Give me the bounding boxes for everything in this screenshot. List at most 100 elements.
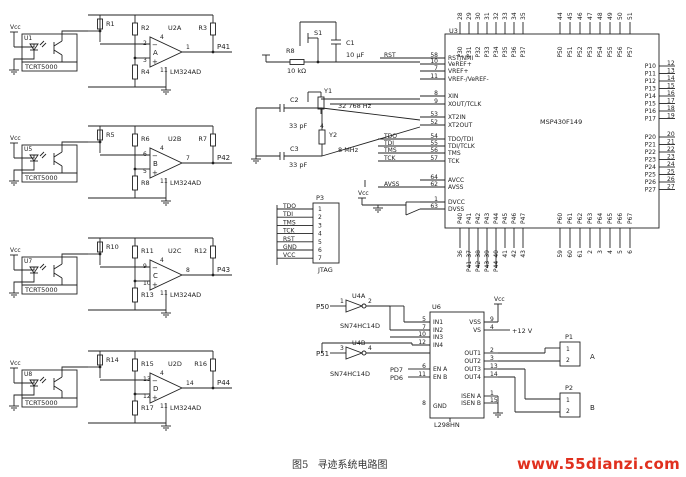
- mcu-pin-number: 23: [667, 154, 675, 161]
- resistor-label: R10: [106, 243, 119, 251]
- pin-number: 12: [143, 393, 151, 400]
- crystal-value: 32 768 Hz: [338, 102, 372, 110]
- opamp-plus: +: [152, 58, 158, 66]
- driver-pin-name: EN B: [433, 374, 447, 381]
- mcu-pin-number: 5: [617, 250, 624, 254]
- opamp-U2B: [149, 147, 184, 179]
- capacitor-label: 10 μF: [346, 51, 364, 59]
- jtag-pin-name: GND: [283, 244, 297, 251]
- jtag-pin-name: TMS: [282, 219, 296, 226]
- jtag-pin-number: 2: [318, 214, 322, 221]
- mcu-pin-number: 62: [430, 181, 438, 188]
- mcu-pin-name: P57: [627, 46, 634, 57]
- vcc-label: Vcc: [10, 24, 21, 31]
- motor-connector-P2: [559, 392, 581, 418]
- jtag-pin-number: 4: [318, 231, 322, 238]
- driver-pin-name: OUT3: [464, 366, 481, 373]
- vcc-label: Vcc: [358, 190, 369, 197]
- mcu-pin-number: 9: [434, 98, 438, 105]
- mcu-pin-name: XT2OUT: [448, 122, 473, 129]
- mcu-pin-number: 42: [511, 250, 518, 258]
- mcu-pin-number: 36: [457, 250, 464, 258]
- light-arrow: [41, 42, 47, 48]
- resistor-R17: [132, 400, 138, 416]
- opamp-part-label: LM324AD: [170, 404, 201, 412]
- driver-pin-number: 10: [418, 331, 426, 338]
- connector-ref: P1: [565, 333, 573, 341]
- mcu-pin-number: 12: [667, 60, 675, 67]
- mcu-ref: U3: [449, 27, 458, 35]
- mcu-pin-number: 45: [567, 12, 574, 20]
- resistor-R7: [210, 133, 216, 147]
- mcu-pin-number: 58: [430, 52, 438, 59]
- mcu-pin-name: P55: [607, 46, 614, 57]
- mcu-pin-name: AVSS: [448, 184, 464, 191]
- mcu-pin-number: 26: [667, 176, 675, 183]
- pin-number: 10: [143, 280, 151, 287]
- resistor-label: 10 kΩ: [287, 67, 306, 75]
- capacitor-label: 33 pF: [289, 122, 307, 130]
- mcu-pin-name: P52: [577, 46, 584, 57]
- mcu-pin-name: P16: [645, 108, 656, 115]
- pin-number: 3: [340, 345, 344, 352]
- opamp-U2D: [149, 372, 184, 404]
- mcu-net-label: TMS: [383, 147, 397, 154]
- opamp-letter: B: [153, 160, 158, 168]
- driver-pin-number: 7: [422, 324, 426, 331]
- inverter-U4A: [345, 299, 364, 313]
- mcu-pin-number: 49: [607, 12, 614, 20]
- driver-pin-name: VS: [473, 327, 481, 334]
- resistor-label: R4: [141, 68, 150, 76]
- jtag-pin-number: 5: [318, 239, 322, 246]
- pin-number: 11: [160, 403, 168, 410]
- resistor-label: R17: [141, 404, 154, 412]
- driver-pin-number: 2: [490, 347, 494, 354]
- motor-connector-P1: [559, 341, 581, 367]
- pin-number: 11: [160, 178, 168, 185]
- jtag-pin-number: 6: [318, 247, 322, 254]
- inverter-part: SN74HC14D: [340, 322, 380, 330]
- phototransistor: [53, 272, 63, 279]
- resistor-label: R11: [141, 247, 154, 255]
- phototransistor: [53, 385, 63, 392]
- motor-label: A: [590, 353, 595, 361]
- mcu-pin-number: 38: [475, 250, 482, 258]
- mcu-pin-number: 2: [587, 250, 594, 254]
- driver-pin-name: IN4: [433, 342, 443, 349]
- opamp-ref: U2A: [168, 24, 182, 32]
- mcu-pin-name: P17: [645, 116, 656, 123]
- opto-part-label: TCRT5000: [24, 399, 58, 407]
- jtag-pin-name: VCC: [283, 252, 295, 259]
- mcu-pin-number: 44: [557, 12, 564, 20]
- inverter-net-label: P51: [316, 350, 329, 358]
- pin-number: 4: [368, 345, 372, 352]
- opto-ref: U1: [24, 35, 32, 42]
- inverter-part: SN74HC14D: [330, 370, 370, 378]
- mcu-pin-name: P40: [457, 213, 464, 224]
- opamp-minus: −: [152, 264, 158, 272]
- figure-caption: 图5 寻迹系统电路图: [292, 456, 394, 471]
- pin-number: 4: [160, 370, 164, 377]
- pin-number: 14: [186, 380, 194, 387]
- opamp-plus: +: [152, 281, 158, 289]
- mcu-pin-name: P44: [493, 213, 500, 224]
- mcu-pin-number: 52: [430, 119, 438, 126]
- mcu-pin-number: 33: [502, 12, 509, 20]
- mcu-pin-number: 56: [430, 147, 438, 154]
- mcu-pin-name: P25: [645, 172, 656, 179]
- driver-pin-name: VSS: [469, 319, 481, 326]
- jtag-pin-name: RST: [283, 236, 295, 243]
- wire: [13, 161, 35, 178]
- wire: [321, 126, 421, 157]
- driver-pin-number: 9: [490, 316, 494, 323]
- mcu-pin-number: 21: [667, 139, 675, 146]
- driver-pin-number: 5: [422, 316, 426, 323]
- connector-pin: 2: [566, 408, 570, 415]
- resistor-label: R8: [141, 179, 150, 187]
- mcu-pin-number: 27: [667, 184, 675, 191]
- mcu-pin-name: P65: [607, 213, 614, 224]
- mcu-U3: [444, 33, 660, 229]
- opamp-letter: C: [153, 272, 158, 280]
- pin-number: 6: [143, 151, 147, 158]
- mcu-pin-number: 64: [430, 174, 438, 181]
